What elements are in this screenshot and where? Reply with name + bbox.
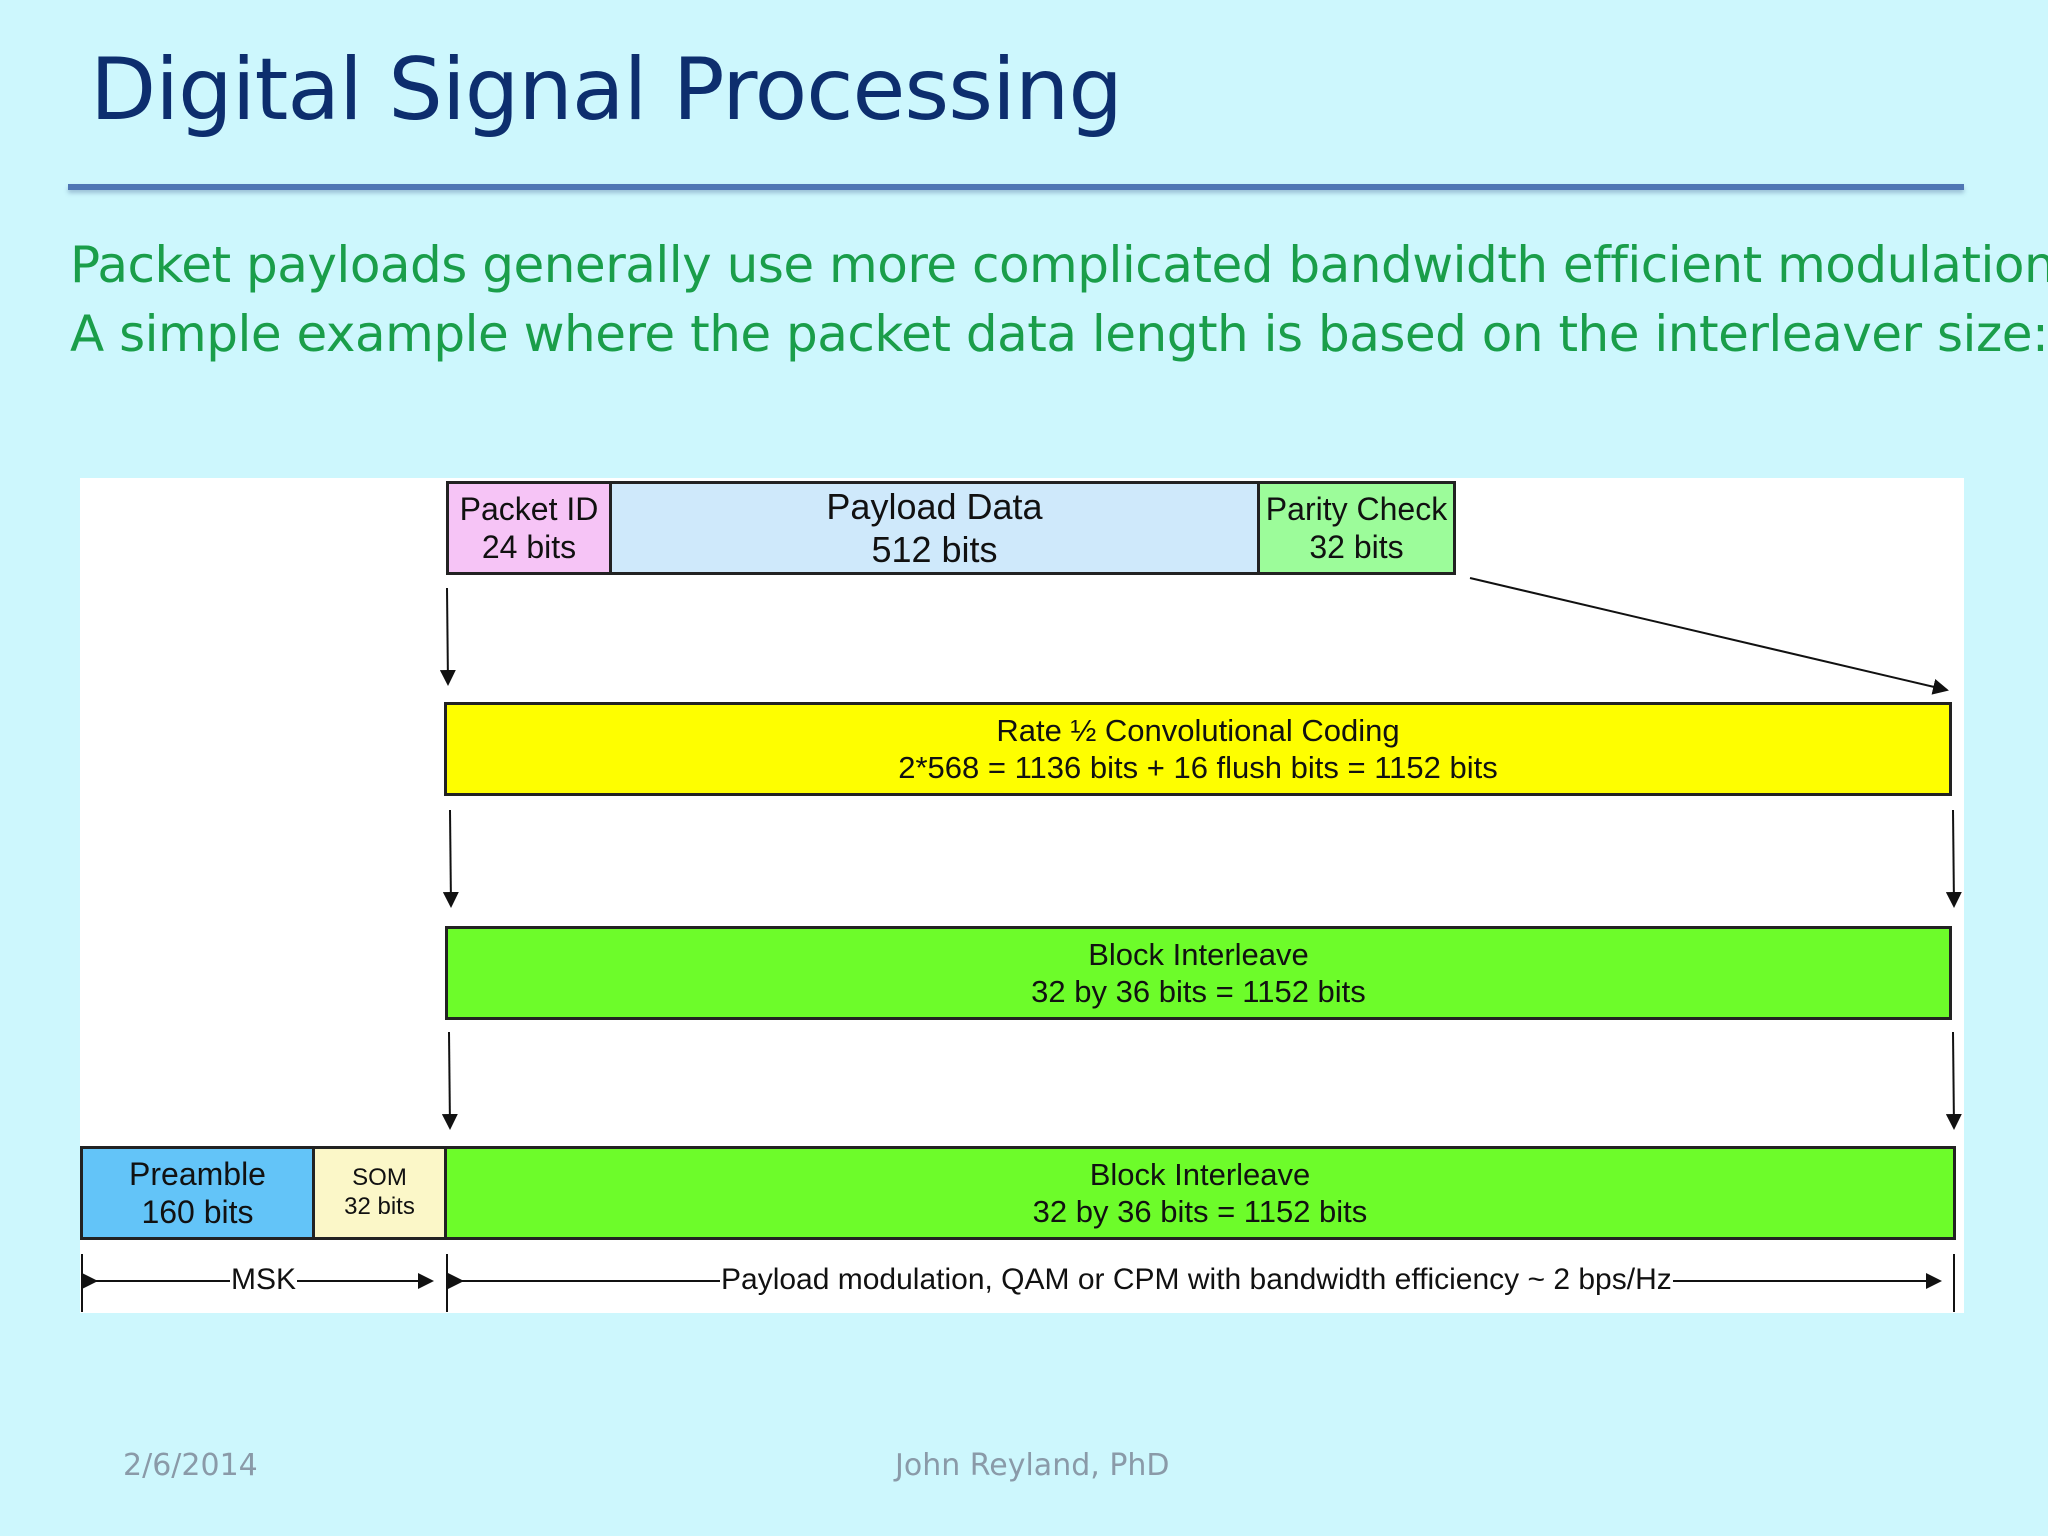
convolutional-coding-box: Rate ½ Convolutional Coding 2*568 = 1136…: [444, 702, 1952, 796]
packet-diagram: Packet ID 24 bits Payload Data 512 bits …: [80, 478, 1964, 1313]
frame-interleave-title: Block Interleave: [1089, 1156, 1311, 1192]
bullet-line-2: A simple example where the packet data l…: [70, 305, 2048, 363]
slide-title: Digital Signal Processing: [90, 40, 1123, 140]
footer-author: John Reyland, PhD: [895, 1448, 1170, 1483]
parity-check-size: 32 bits: [1309, 529, 1404, 565]
arrow-conv-to-interleave-right: [1945, 809, 1962, 908]
parity-check-box: Parity Check 32 bits: [1257, 481, 1456, 575]
msk-label: MSK: [230, 1263, 298, 1296]
payload-modulation-label: Payload modulation, QAM or CPM with band…: [720, 1263, 1673, 1296]
interleave-formula: 32 by 36 bits = 1152 bits: [1031, 974, 1366, 1009]
payload-data-size: 512 bits: [871, 529, 998, 570]
conv-coding-formula: 2*568 = 1136 bits + 16 flush bits = 1152…: [898, 750, 1498, 785]
payload-data-box: Payload Data 512 bits: [609, 481, 1260, 575]
arrow-interleave-to-frame-left: [441, 1031, 458, 1130]
title-divider: [68, 184, 1964, 190]
arrow-parity-to-conv: [1469, 577, 1949, 695]
footer-date: 2/6/2014: [123, 1448, 258, 1483]
som-name: SOM: [352, 1164, 407, 1192]
block-interleave-box: Block Interleave 32 by 36 bits = 1152 bi…: [445, 926, 1952, 1020]
frame-interleave-box: Block Interleave 32 by 36 bits = 1152 bi…: [444, 1146, 1956, 1240]
packet-id-size: 24 bits: [481, 529, 577, 565]
frame-interleave-formula: 32 by 36 bits = 1152 bits: [1032, 1194, 1368, 1229]
payload-data-name: Payload Data: [826, 485, 1043, 527]
arrow-conv-to-interleave-left: [442, 809, 459, 908]
arrow-id-to-conv: [439, 587, 456, 686]
packet-id-name: Packet ID: [459, 490, 599, 527]
parity-check-name: Parity Check: [1265, 490, 1448, 527]
conv-coding-title: Rate ½ Convolutional Coding: [996, 712, 1400, 748]
som-box: SOM 32 bits: [312, 1146, 447, 1240]
bullet-line-1: Packet payloads generally use more compl…: [70, 236, 2048, 294]
arrow-interleave-to-frame-right: [1945, 1031, 1962, 1130]
preamble-box: Preamble 160 bits: [80, 1146, 315, 1240]
packet-id-box: Packet ID 24 bits: [446, 481, 612, 575]
preamble-size: 160 bits: [141, 1194, 254, 1230]
interleave-title: Block Interleave: [1088, 936, 1309, 972]
som-size: 32 bits: [344, 1193, 415, 1220]
preamble-name: Preamble: [129, 1155, 266, 1192]
